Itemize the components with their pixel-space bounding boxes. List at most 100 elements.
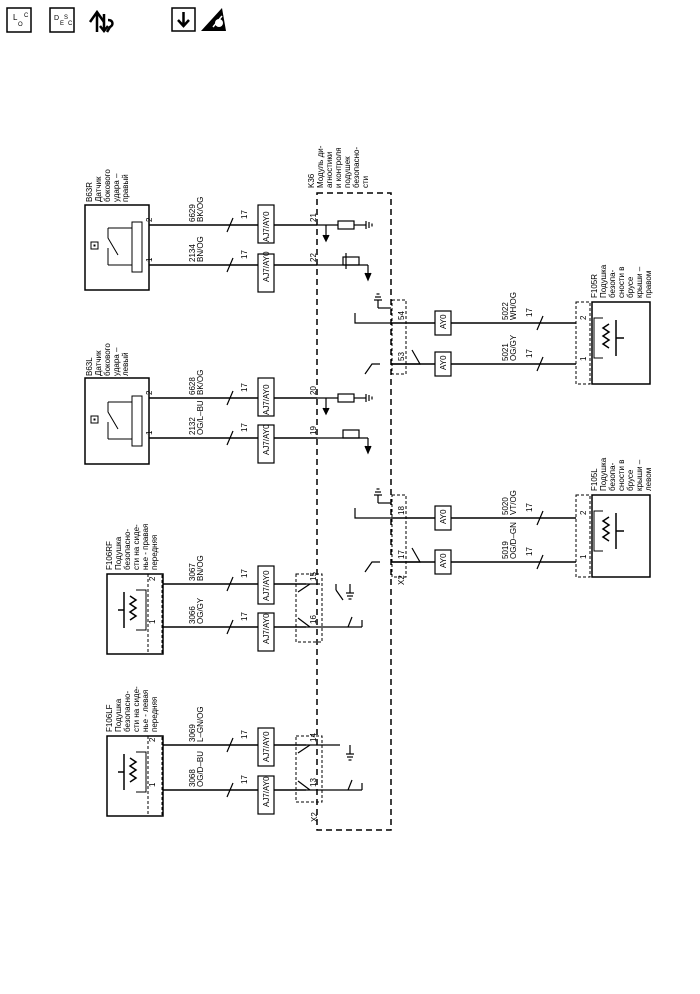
gauge-slash-marks xyxy=(226,217,544,798)
connector-x2-label-lower: X2 xyxy=(310,812,319,822)
component-b63l[interactable] xyxy=(84,377,150,465)
module-pin-label: 17 xyxy=(397,550,406,559)
inline-connector-label: AJ7/AY0 xyxy=(262,776,271,807)
circuit-color-label: L–GN/OG xyxy=(196,706,205,742)
component-pin-label: 2 xyxy=(579,510,588,515)
title-line: крыши – xyxy=(635,459,644,491)
title-line: передняя xyxy=(150,697,159,732)
component-f105r-title: F105RПодушкабезопа-сности вбрусекрыши –п… xyxy=(590,264,653,298)
inline-connector-label: AJ7/AY0 xyxy=(262,211,271,242)
title-line: удара – xyxy=(112,347,121,376)
esd-warning-icon[interactable] xyxy=(201,8,226,31)
component-pin-label: 2 xyxy=(148,576,157,581)
desc-icon-letter-d: D xyxy=(54,15,59,22)
title-line: F106RF xyxy=(105,541,114,570)
title-line: передняя xyxy=(150,535,159,570)
component-f105l-title: F105LПодушкабезопа-сности вбрусекрыши –л… xyxy=(590,457,653,491)
connector-info-icon[interactable] xyxy=(88,9,114,34)
component-pin-label: 1 xyxy=(145,257,154,262)
component-f105r[interactable] xyxy=(575,301,651,385)
inline-connector-label: AJ7/AY0 xyxy=(262,731,271,762)
title-line: безопасно- xyxy=(123,529,132,570)
inline-connector-label: AY0 xyxy=(439,509,448,524)
desc-icon-letter-c: C xyxy=(68,21,73,27)
component-pin-label: 1 xyxy=(148,782,157,787)
inline-connector-label: AJ7/AY0 xyxy=(262,424,271,455)
title-line: K36 xyxy=(307,173,316,188)
module-pin-label: 53 xyxy=(397,352,406,361)
component-pin-label: 2 xyxy=(145,217,154,222)
loc-icon[interactable]: L O C xyxy=(6,7,32,33)
wire-gauge-label: 17 xyxy=(240,612,249,621)
title-line: брусе xyxy=(626,276,635,298)
circuit-number-label: 5022 xyxy=(501,302,510,320)
circuit-color-label: BK/OG xyxy=(196,197,205,222)
wire-group xyxy=(149,224,576,791)
title-line: сти на сиде- xyxy=(132,686,141,732)
title-line: правый xyxy=(121,174,130,202)
module-pin-label: 16 xyxy=(309,615,318,624)
title-line: Подушка xyxy=(114,698,123,732)
desc-icon[interactable]: D E S C xyxy=(49,7,75,33)
connector-x2-label-upper: X2 xyxy=(397,575,406,585)
title-line: бокового xyxy=(103,343,112,376)
title-line: F105R xyxy=(590,274,599,298)
loc-icon-letter-l: L xyxy=(13,13,18,22)
title-line: нье - правая xyxy=(141,524,150,570)
module-subconnectors xyxy=(295,299,407,803)
title-line: Датчик xyxy=(94,176,103,202)
module-pin-label: 13 xyxy=(309,778,318,787)
download-icon[interactable] xyxy=(171,7,196,32)
title-line: B63R xyxy=(85,182,94,202)
title-line: Подушка xyxy=(599,264,608,298)
wire-gauge-label: 17 xyxy=(240,250,249,259)
circuit-number-label: 3069 xyxy=(188,724,197,742)
circuit-number-label: 2132 xyxy=(188,417,197,435)
module-k36[interactable] xyxy=(316,192,392,831)
circuit-number-label: 6629 xyxy=(188,204,197,222)
wire-gauge-label: 17 xyxy=(525,547,534,556)
title-line: безопасно- xyxy=(123,691,132,732)
title-line: F105L xyxy=(590,468,599,491)
component-f106rf[interactable] xyxy=(106,573,164,655)
component-b63r[interactable] xyxy=(84,204,150,291)
circuit-number-label: 5019 xyxy=(501,541,510,559)
title-line: Датчик xyxy=(94,350,103,376)
title-line: сти xyxy=(361,176,370,188)
title-line: безопасно- xyxy=(352,147,361,188)
wire-gauge-label: 17 xyxy=(525,503,534,512)
wire-gauge-label: 17 xyxy=(240,775,249,784)
component-pin-label: 2 xyxy=(145,390,154,395)
component-b63l-title: B63LДатчикбоковогоудара –левый xyxy=(85,343,130,376)
wire-gauge-label: 17 xyxy=(240,383,249,392)
circuit-color-label: OG/GY xyxy=(196,597,205,624)
title-line: B63L xyxy=(85,357,94,376)
module-pin-label: 54 xyxy=(397,311,406,320)
module-pin-label: 14 xyxy=(309,733,318,742)
circuit-number-label: 3066 xyxy=(188,606,197,624)
circuit-color-label: OG/GY xyxy=(509,334,518,361)
component-pin-label: 1 xyxy=(579,356,588,361)
title-line: безопа- xyxy=(608,462,617,491)
inline-connector-label: AY0 xyxy=(439,553,448,568)
toolbar: L O C D E S C xyxy=(6,7,226,34)
connector-boxes xyxy=(257,204,452,815)
component-pin-label: 2 xyxy=(579,315,588,320)
wire-gauge-label: 17 xyxy=(240,730,249,739)
circuit-number-label: 6628 xyxy=(188,377,197,395)
inline-connector-label: AY0 xyxy=(439,355,448,370)
inline-connector-label: AJ7/AY0 xyxy=(262,613,271,644)
component-f106lf[interactable] xyxy=(106,735,164,817)
circuit-number-label: 3067 xyxy=(188,563,197,581)
component-pin-label: 1 xyxy=(148,619,157,624)
title-line: Подушка xyxy=(114,536,123,570)
circuit-color-label: OG/L–BU xyxy=(196,400,205,435)
title-line: левый xyxy=(121,352,130,376)
title-line: Подушка xyxy=(599,457,608,491)
module-k36-title: K36Модуль ди-агностикии контроляподушекб… xyxy=(307,145,370,188)
component-f105l[interactable] xyxy=(575,494,651,578)
title-line: бокового xyxy=(103,169,112,202)
component-pin-label: 1 xyxy=(145,430,154,435)
wire-gauge-label: 17 xyxy=(240,569,249,578)
